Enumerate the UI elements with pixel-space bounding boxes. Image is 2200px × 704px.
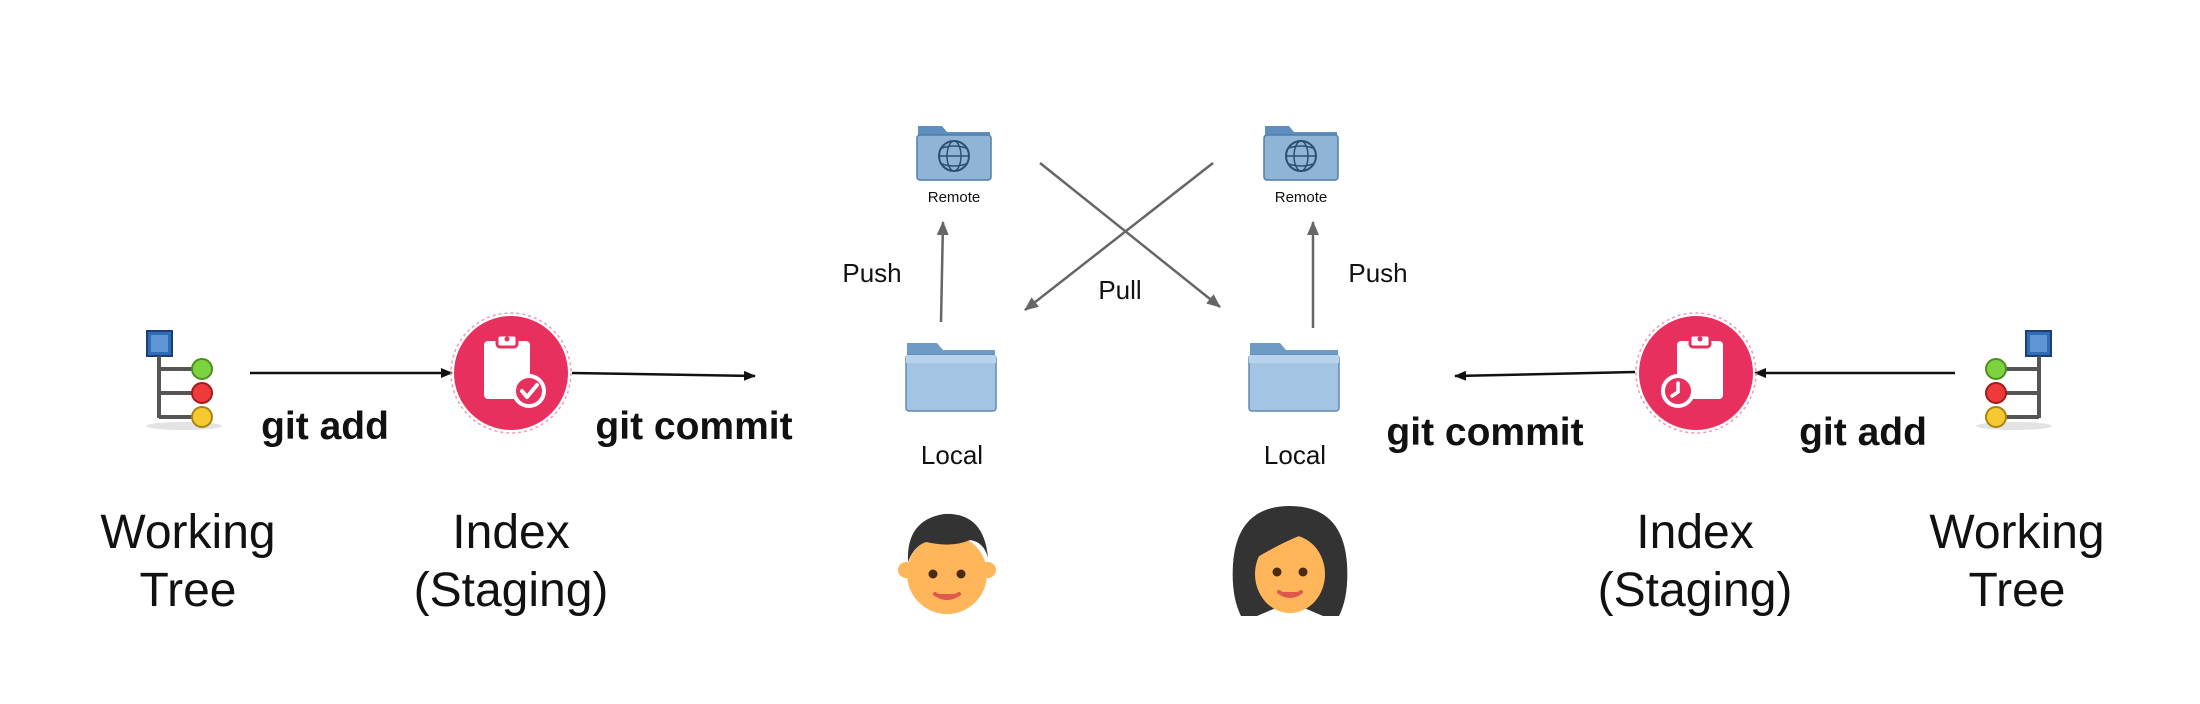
folder-icon (1248, 343, 1340, 412)
remote-label-left: Remote (927, 189, 981, 206)
pull-label: Pull (1098, 275, 1142, 305)
git-add-label-right: git add (1799, 411, 1927, 454)
local-label-left: Local (920, 440, 984, 470)
label-line: Tree (139, 564, 237, 617)
index-label-left: Index(Staging) (414, 504, 609, 620)
push-label-left: Push (842, 258, 902, 288)
label-line: Index (1636, 506, 1754, 559)
index-line: Index(Staging) (414, 504, 609, 620)
clipboard-clock-icon (1635, 312, 1757, 434)
label-line: Working (1929, 506, 2105, 559)
git-commit-label-left: git commit (595, 405, 793, 448)
label-line: (Staging) (413, 564, 609, 617)
man-avatar-icon (898, 513, 996, 614)
woman-avatar-icon (1232, 506, 1348, 616)
folder-icon (905, 343, 997, 412)
git-add-label-left: git add (261, 405, 389, 448)
arrow-git-commit-left (571, 370, 756, 381)
push-label-right: Push (1348, 258, 1408, 288)
tree-hierarchy-icon (146, 330, 222, 430)
index-label-right: Index(Staging) (1598, 504, 1793, 620)
arrow-push-left (936, 221, 949, 323)
tree-hierarchy-icon (1976, 330, 2052, 430)
git-commit-label-right: git commit (1386, 411, 1584, 454)
label-line: (Staging) (1597, 564, 1793, 617)
clipboard-check-icon (450, 312, 572, 434)
label-line: Tree (1968, 564, 2066, 617)
network-folder-icon (916, 126, 992, 181)
arrow-git-commit-right (1454, 370, 1636, 381)
network-folder-icon (1263, 126, 1339, 181)
remote-label-right: Remote (1274, 189, 1328, 206)
label-line: Index (452, 506, 570, 559)
index-line: Index(Staging) (1598, 504, 1793, 620)
local-label-right: Local (1263, 440, 1327, 470)
label-line: Working (100, 506, 276, 559)
